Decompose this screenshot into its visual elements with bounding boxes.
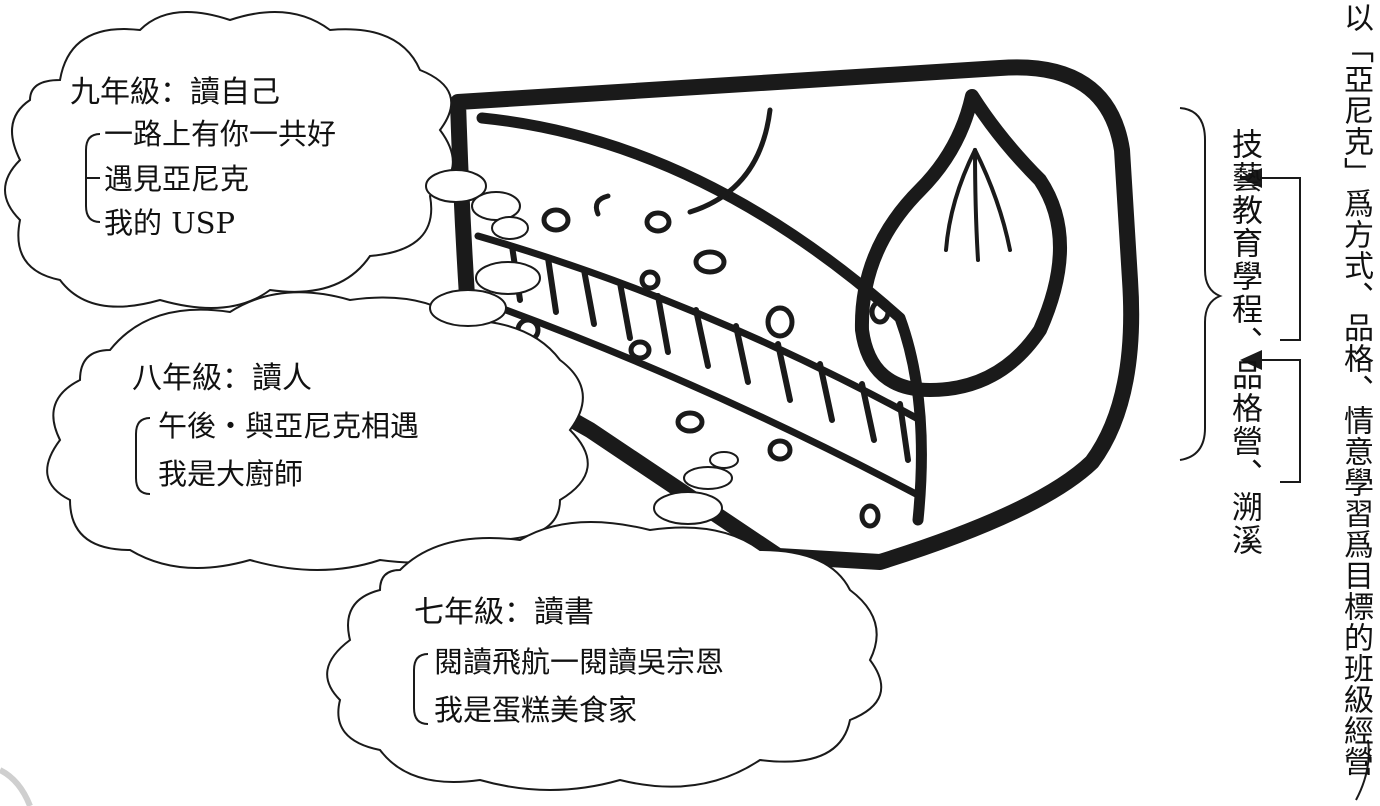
- cake-stripes: [509, 243, 911, 463]
- grade9-title: 九年級：讀自己: [70, 75, 280, 110]
- cloud-shapes: [4, 11, 883, 791]
- arrow-heads: [1240, 168, 1262, 370]
- grade8-title: 八年級：讀人: [132, 361, 312, 396]
- bracket-upper: [1280, 177, 1301, 341]
- arrow-lower-icon: [1240, 350, 1262, 370]
- right-edge-paren: [1355, 739, 1370, 801]
- corner-smudge: [0, 767, 33, 806]
- arrow-upper-icon: [1240, 168, 1262, 188]
- grade9-item-2: 遇見亞尼克: [104, 162, 250, 196]
- side-right-text: 以「亞尼克」爲方式、品格、情意學習爲目標的班級經營: [1338, 2, 1373, 777]
- cloud-grade7-shape: [326, 521, 883, 791]
- grade7-item-1: 閱讀飛航一閱讀吳宗恩: [434, 645, 725, 679]
- side-middle-text: 技藝教育學程、品格營、溯溪: [1226, 128, 1262, 557]
- grade8-item-1: 午後・與亞尼克相遇: [158, 409, 420, 443]
- cake-top-edge: [476, 112, 927, 526]
- grade7-item-2: 我是蛋糕美食家: [434, 693, 638, 727]
- grade8-item-2: 我是大廚師: [158, 457, 304, 491]
- cloud-grade9-shape: [4, 11, 454, 309]
- cream-swirl: [854, 89, 1067, 397]
- grade9-item-3: 我的 USP: [104, 206, 236, 240]
- side-brackets: [1179, 107, 1301, 483]
- grade9-item-1: 一路上有你一共好: [104, 117, 337, 151]
- cloud-brackets: [85, 133, 429, 725]
- brace-large: [1179, 107, 1223, 461]
- cake-layer-line-lower: [480, 298, 920, 498]
- cake-top-swoop: [687, 107, 773, 215]
- grade7-title: 七年級：讀書: [414, 595, 594, 630]
- bracket-lower: [1280, 359, 1301, 483]
